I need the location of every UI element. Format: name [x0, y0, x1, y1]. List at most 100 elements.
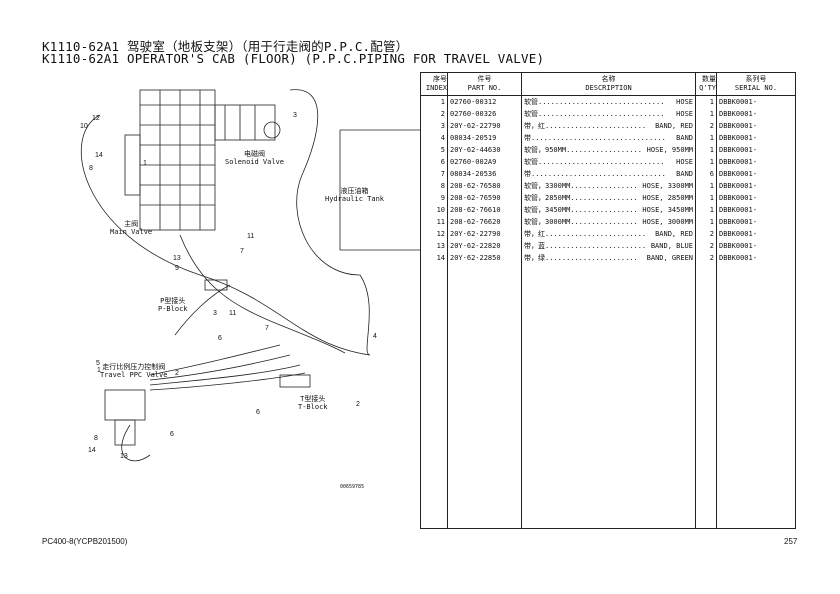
header-cn: 序号: [433, 75, 447, 83]
serial-cell: DBBK0001-: [716, 192, 796, 204]
description-en: HOSE, 2850MM: [642, 194, 693, 202]
serial-cell: DBBK0001-: [716, 156, 796, 168]
quantity-cell: 6: [695, 168, 717, 180]
serial-cell: DBBK0001-: [716, 95, 796, 108]
quantity-cell: 1: [695, 156, 717, 168]
quantity-cell: 2: [695, 120, 717, 132]
callout-number: 7: [265, 325, 269, 332]
header-cn: 系列号: [745, 75, 767, 83]
description-cell: 带，红........................ BAND, RED: [521, 228, 696, 240]
table-row: 5 20Y-62-44630 软管，950MM.................…: [420, 144, 796, 156]
quantity-cell: 1: [695, 180, 717, 192]
solenoid-label-en: Solenoid Valve: [225, 158, 285, 166]
drawing-code: 00659785: [340, 484, 365, 490]
description-en: BAND, BLUE: [650, 242, 693, 250]
quantity-cell: 1: [695, 132, 717, 144]
quantity-cell: 1: [695, 108, 717, 120]
callout-number: 14: [95, 152, 103, 159]
part-number-cell: 208-62-76590: [447, 192, 522, 204]
solenoid-valve: [214, 104, 281, 141]
header-en: PART NO.: [467, 84, 502, 92]
header-en: DESCRIPTION: [585, 84, 632, 92]
serial-cell: DBBK0001-: [716, 252, 796, 264]
ppc-valve-label-en: Travel PPC Valve: [100, 371, 168, 379]
callout-number: 9: [175, 265, 179, 272]
header-cn: 名称: [601, 75, 616, 83]
serial-cell: DBBK0001-: [716, 144, 796, 156]
title-chinese: K1110-62A1 驾驶室（地板支架）（用于行走阀的P.P.C.配管）: [42, 39, 409, 54]
part-number-cell: 02760-00312: [447, 95, 522, 108]
callout-number: 12: [92, 115, 100, 122]
p-block: [204, 279, 228, 291]
description-cn: 带，红........................: [524, 230, 647, 238]
description-cell: 带，绿...................... BAND, GREEN: [521, 252, 696, 264]
description-en: BAND: [676, 134, 693, 142]
callout-number: 8: [89, 165, 93, 172]
description-en: BAND, RED: [655, 230, 693, 238]
description-cell: 软管，950MM.................. HOSE, 950MM: [521, 144, 696, 156]
part-number-cell: 20Y-62-44630: [447, 144, 522, 156]
serial-cell: DBBK0001-: [716, 108, 796, 120]
part-number-cell: 02760-00326: [447, 108, 522, 120]
part-number-cell: 20Y-62-22850: [447, 252, 522, 264]
description-en: HOSE, 950MM: [646, 146, 693, 154]
index-cell: 5: [420, 144, 448, 156]
description-cn: 带................................: [524, 134, 666, 142]
table-row: 11 208-62-76620 软管，3000MM...............…: [420, 216, 796, 228]
description-cell: 软管，3300MM................HOSE, 3300MM: [521, 180, 696, 192]
quantity-cell: 1: [695, 216, 717, 228]
description-cell: 软管，3000MM................HOSE, 3000MM: [521, 216, 696, 228]
index-cell: 6: [420, 156, 448, 168]
description-cn: 软管..............................: [524, 98, 665, 106]
page-number: 257: [784, 537, 798, 546]
table-row: 3 20Y-62-22790 带，红......................…: [420, 120, 796, 132]
callout-number: 8: [94, 435, 98, 442]
callout-number: 6: [256, 409, 260, 416]
description-cn: 软管，3000MM................: [524, 218, 638, 226]
serial-cell: DBBK0001-: [716, 132, 796, 144]
main-valve-label-cn: 主阀: [124, 220, 139, 228]
table-row: 14 20Y-62-22850 带，绿.....................…: [420, 252, 796, 264]
table-row: 10 208-62-76610 软管，3450MM...............…: [420, 204, 796, 216]
table-row: 8 208-62-76580 软管，3300MM................…: [420, 180, 796, 192]
part-number-cell: 20Y-62-22790: [447, 120, 522, 132]
description-cell: 带，蓝........................BAND, BLUE: [521, 240, 696, 252]
index-cell: 14: [420, 252, 448, 264]
header-en: SERIAL NO.: [734, 84, 778, 92]
tank-label-cn: 液压油箱: [340, 187, 369, 195]
callout-number: 13: [173, 255, 181, 262]
callout-number: 3: [293, 112, 297, 119]
description-cn: 带，蓝........................: [524, 242, 647, 250]
index-cell: 10: [420, 204, 448, 216]
hoses: [80, 89, 371, 462]
table-row: 9 208-62-76590 软管，2850MM................…: [420, 192, 796, 204]
quantity-cell: 1: [695, 192, 717, 204]
description-cn: 软管，950MM..................: [524, 146, 642, 154]
callout-number: 11: [229, 310, 237, 317]
description-cn: 软管..............................: [524, 110, 665, 118]
table-row: 6 02760-002A9 软管........................…: [420, 156, 796, 168]
callout-number: 3: [213, 310, 217, 317]
callout-number: 6: [218, 335, 222, 342]
description-en: BAND: [676, 170, 693, 178]
part-number-cell: 208-62-76610: [447, 204, 522, 216]
description-cell: 软管，2850MM................ HOSE, 2850MM: [521, 192, 696, 204]
index-cell: 1: [420, 95, 448, 108]
table-row: 13 20Y-62-22820 带，蓝.....................…: [420, 240, 796, 252]
callout-number: 5: [96, 360, 100, 367]
callout-number: 4: [373, 333, 377, 340]
description-cell: 带，红........................BAND, RED: [521, 120, 696, 132]
description-cn: 带，绿......................: [524, 254, 638, 262]
quantity-cell: 2: [695, 240, 717, 252]
callout-number: 7: [240, 248, 244, 255]
description-cn: 软管，2850MM................: [524, 194, 638, 202]
index-cell: 12: [420, 228, 448, 240]
description-en: BAND, GREEN: [646, 254, 693, 262]
part-number-cell: 208-62-76620: [447, 216, 522, 228]
